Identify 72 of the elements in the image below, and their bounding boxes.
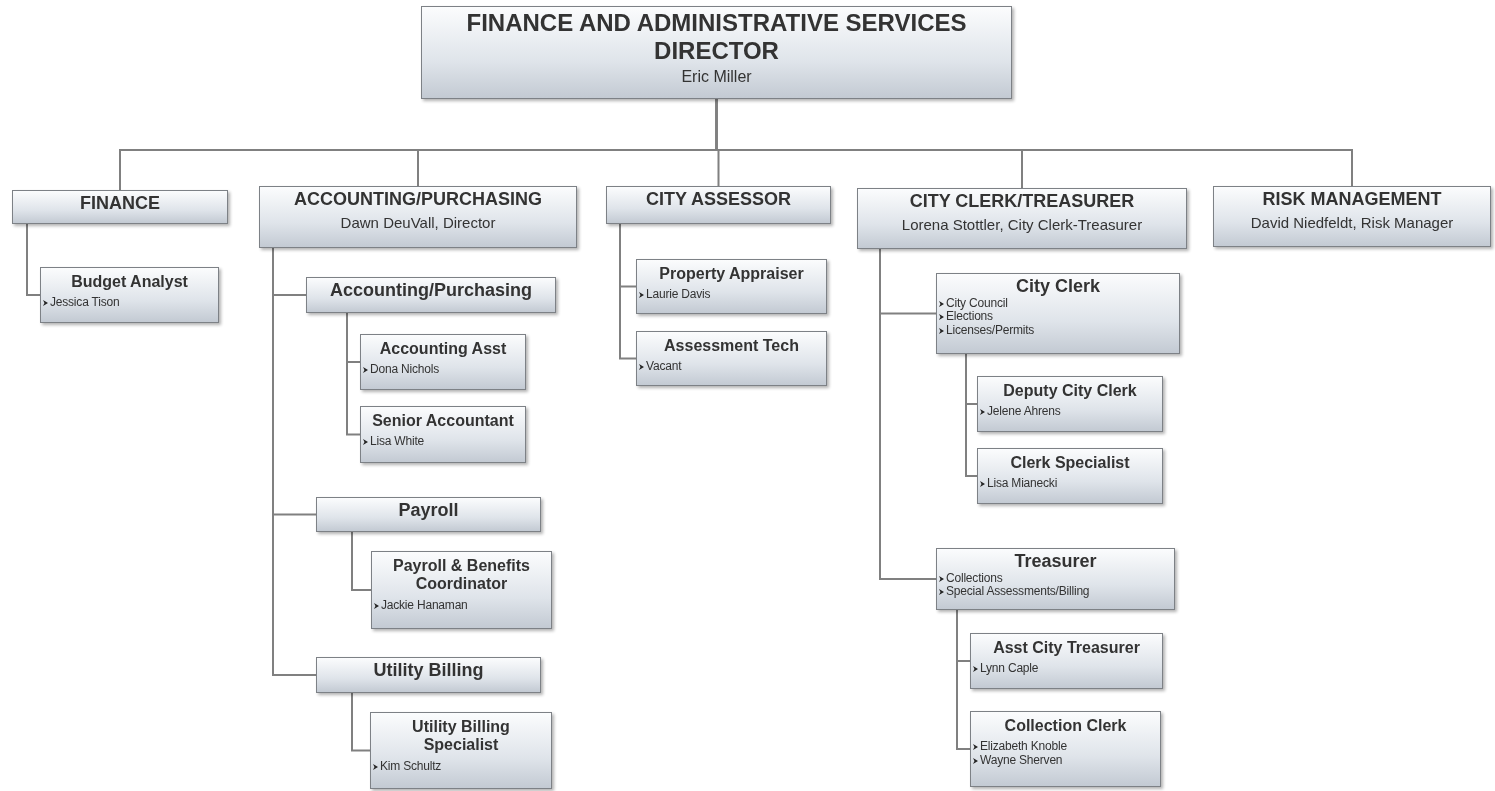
person-name: Jackie Hanaman [381, 598, 468, 613]
connector-line [956, 609, 971, 750]
connector-line [346, 312, 361, 436]
org-box [421, 6, 1012, 99]
org-box [316, 657, 541, 693]
person-name: David Niedfeldt, Risk Manager [1249, 213, 1455, 231]
position-title: Utility Billing Specialist [411, 718, 511, 755]
position-title: CITY ASSESSOR [644, 189, 792, 210]
duty-item: Collections [946, 571, 1003, 586]
person-name: Vacant [646, 360, 682, 375]
org-box [306, 277, 556, 313]
position-title: CITY CLERK/TREASURER [908, 191, 1136, 212]
connector-line [351, 531, 372, 591]
person-name: Lynn Caple [980, 662, 1039, 677]
position-title: Asst City Treasurer [992, 639, 1141, 658]
position-title: Property Appraiser [658, 265, 805, 284]
position-title: RISK MANAGEMENT [1261, 189, 1443, 210]
person-name: Kim Schultz [380, 759, 442, 774]
org-box [636, 331, 827, 386]
org-box [857, 188, 1187, 249]
org-box [316, 497, 541, 532]
duty-item: City Council [946, 296, 1008, 311]
org-box [606, 186, 831, 224]
person-name: Elizabeth Knoble [980, 740, 1067, 755]
org-box [360, 406, 526, 463]
position-title: Budget Analyst [70, 273, 189, 292]
org-box [936, 273, 1180, 354]
position-title: Senior Accountant [371, 412, 515, 431]
org-box [360, 334, 526, 390]
org-box [636, 259, 827, 314]
person-name: Wayne Sherven [980, 754, 1063, 768]
position-title: Utility Billing [372, 660, 485, 681]
person-name: Dona Nichols [370, 363, 439, 378]
connector-line [619, 223, 637, 360]
connector-line [351, 692, 371, 752]
duty-item: Special Assessments/Billing [946, 585, 1090, 600]
duty-item: Licenses/Permits [946, 324, 1035, 339]
person-name: Jelene Ahrens [987, 405, 1061, 420]
person-name: Lisa White [370, 435, 425, 450]
person-name: Lisa Mianecki [987, 477, 1058, 492]
person-name: Jessica Tison [50, 296, 120, 311]
org-box [371, 551, 552, 629]
duty-item: Elections [946, 310, 993, 325]
position-title: FINANCE [79, 193, 161, 214]
position-title: FINANCE AND ADMINISTRATIVE SERVICES DIRECTOR [465, 9, 968, 65]
person-name: Lorena Stottler, City Clerk-Treasurer [900, 215, 1144, 233]
org-box [936, 548, 1175, 610]
position-title: ACCOUNTING/PURCHASING [293, 189, 543, 210]
org-box [1213, 186, 1491, 247]
person-name: Eric Miller [680, 68, 753, 87]
org-box [970, 711, 1161, 787]
person-name: Dawn DeuVall, Director [339, 213, 497, 231]
org-box [977, 376, 1163, 432]
org-box [977, 448, 1163, 504]
org-box [970, 633, 1163, 689]
position-title: Payroll & Benefits Coordinator [392, 557, 531, 594]
org-box [370, 712, 552, 789]
person-name: Laurie Davis [646, 288, 711, 303]
position-title: Assessment Tech [663, 337, 800, 356]
position-title: Clerk Specialist [1009, 454, 1131, 473]
connector-line [965, 353, 978, 477]
position-title: Collection Clerk [1003, 717, 1128, 736]
position-title: Accounting Asst [378, 340, 508, 359]
org-box [12, 190, 228, 224]
position-title: Treasurer [1013, 551, 1098, 572]
org-box [259, 186, 577, 248]
position-title: Payroll [397, 500, 460, 521]
position-title: Accounting/Purchasing [329, 280, 533, 301]
org-box [40, 267, 219, 323]
position-title: City Clerk [1014, 276, 1101, 297]
position-title: Deputy City Clerk [1002, 382, 1138, 401]
connector-line [26, 223, 41, 296]
